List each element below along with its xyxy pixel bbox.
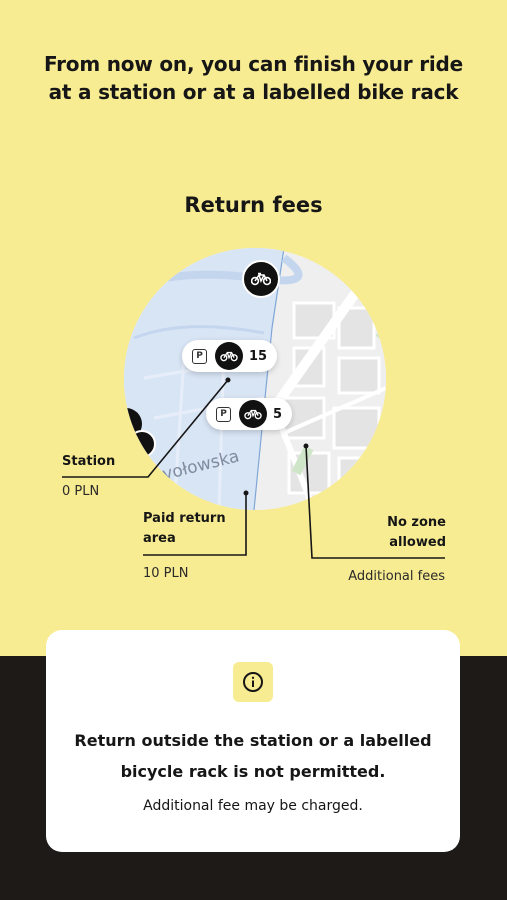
station-pin-5[interactable]: P 5 bbox=[206, 398, 293, 430]
bike-circle bbox=[215, 342, 243, 370]
bike-icon bbox=[220, 351, 238, 362]
bike-circle bbox=[239, 400, 267, 428]
info-card: Return outside the station or a labelled… bbox=[46, 630, 460, 852]
bike-icon bbox=[251, 272, 271, 286]
legend-paid-area-fee: 10 PLN bbox=[143, 566, 189, 581]
section-title: Return fees bbox=[184, 193, 323, 217]
bike-icon bbox=[244, 409, 262, 420]
legend-leader-lines bbox=[62, 377, 445, 559]
station-bike-count: 5 bbox=[273, 406, 283, 422]
legend-no-zone-line2: allowed bbox=[389, 535, 446, 550]
legend-station-fee: 0 PLN bbox=[62, 484, 100, 499]
card-subtitle: Additional fee may be charged. bbox=[143, 798, 363, 814]
legend-paid-area-line2: area bbox=[143, 531, 176, 546]
card-title: Return outside the station or a labelled… bbox=[74, 731, 432, 781]
info-badge bbox=[233, 662, 273, 702]
legend-station-title: Station bbox=[62, 454, 116, 469]
station-bike-count: 15 bbox=[249, 348, 268, 364]
legend-no-zone-fee: Additional fees bbox=[348, 569, 445, 584]
legend-paid-area-line1: Paid return bbox=[143, 511, 226, 526]
bike-marker[interactable] bbox=[242, 260, 280, 298]
info-icon bbox=[243, 672, 263, 692]
headline: From now on, you can finish your ride at… bbox=[43, 52, 464, 104]
parking-icon: P bbox=[192, 348, 207, 364]
legend-no-zone-line1: No zone bbox=[387, 515, 446, 530]
parking-icon: P bbox=[216, 406, 231, 422]
station-pin-15[interactable]: P 15 bbox=[182, 340, 278, 372]
legend-paid-area-title: Paid return area bbox=[143, 509, 226, 549]
legend-no-zone-title: No zone allowed bbox=[387, 513, 446, 553]
